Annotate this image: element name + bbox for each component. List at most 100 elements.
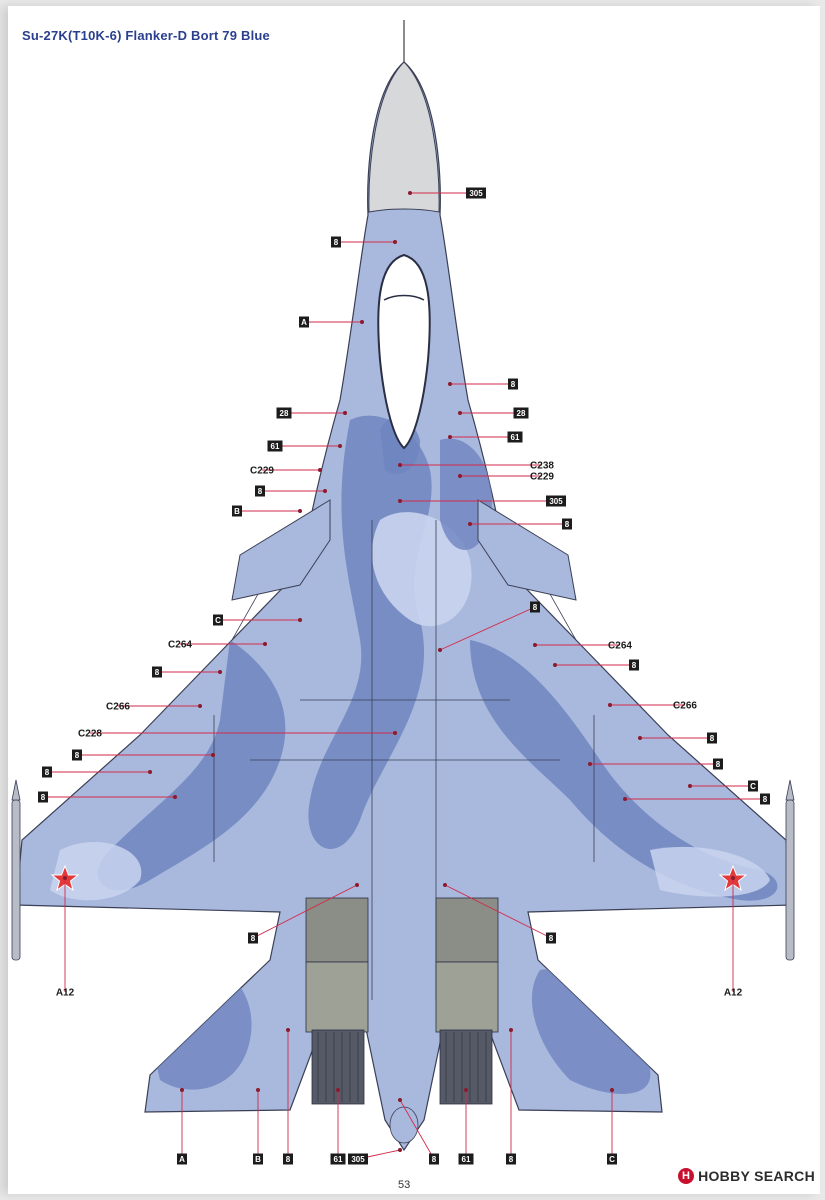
callout-anchor-dot: [688, 784, 692, 788]
paint-code-label: B: [255, 1155, 261, 1164]
radome: [368, 61, 440, 213]
paint-code-box: 28: [513, 407, 529, 419]
callout-leader-line: [444, 884, 552, 939]
callout-anchor-dot: [286, 1028, 290, 1032]
paint-code-box: 8: [152, 666, 162, 678]
paint-code-label: 8: [533, 603, 538, 612]
callout-anchor-dot: [393, 731, 397, 735]
paint-code-label: 8: [632, 661, 637, 670]
paint-code-box: 8: [546, 932, 556, 944]
callout-anchor-dot: [588, 762, 592, 766]
paint-code-box: 8: [713, 758, 723, 770]
wingtip-missiles: [11, 779, 795, 961]
paint-code-box: 8: [629, 659, 639, 671]
callout-anchor-dot: [148, 770, 152, 774]
canard-right: [477, 499, 577, 601]
paint-code-box: 61: [330, 1153, 346, 1165]
callout-anchor-dot: [180, 1088, 184, 1092]
color-code-label: A12: [724, 988, 743, 999]
callout-anchor-dot: [343, 411, 347, 415]
callout-anchor-dot: [448, 382, 452, 386]
paint-code-box: C: [607, 1153, 617, 1165]
paint-code-label: 8: [716, 760, 721, 769]
paint-code-box: 8: [530, 601, 540, 613]
paint-code-box: 8: [707, 732, 717, 744]
paint-code-box: 8: [248, 932, 258, 944]
paint-code-box: 8: [331, 236, 341, 248]
paint-code-box: A: [299, 316, 309, 328]
callout-anchor-dot: [355, 883, 359, 887]
paint-code-label: A: [179, 1155, 185, 1164]
paint-code-label: 61: [462, 1155, 471, 1164]
callout-anchor-dot: [256, 1088, 260, 1092]
callout-anchor-dot: [553, 663, 557, 667]
tail-stinger: [389, 1106, 419, 1144]
callout-anchor-dot: [398, 1148, 402, 1152]
callout-anchor-dot: [458, 474, 462, 478]
callout-anchor-dot: [298, 509, 302, 513]
paint-code-label: 8: [41, 793, 46, 802]
callout-anchor-dot: [263, 642, 267, 646]
page-title: Su-27K(T10K-6) Flanker-D Bort 79 Blue: [22, 28, 270, 43]
paint-code-label: 61: [271, 442, 280, 451]
callout-anchor-dot: [458, 411, 462, 415]
color-code-label: C228: [78, 729, 102, 740]
paint-code-box: B: [253, 1153, 263, 1165]
callout-anchor-dot: [533, 643, 537, 647]
watermark: H HOBBY SEARCH: [678, 1168, 815, 1184]
paint-code-label: 305: [549, 497, 563, 506]
paint-code-label: 8: [509, 1155, 514, 1164]
callout-anchor-dot: [443, 883, 447, 887]
paint-code-label: 8: [710, 734, 715, 743]
callout-anchor-dot: [393, 240, 397, 244]
callout-anchor-dot: [610, 1088, 614, 1092]
paint-code-label: 8: [155, 668, 160, 677]
paint-code-box: 8: [508, 378, 518, 390]
paint-code-label: 8: [549, 934, 554, 943]
paint-code-label: 61: [334, 1155, 343, 1164]
color-code-label: C229: [250, 466, 274, 477]
paint-code-label: 8: [45, 768, 50, 777]
callout-anchor-dot: [638, 736, 642, 740]
paint-code-label: A: [301, 318, 307, 327]
callout-anchor-dot: [323, 489, 327, 493]
paint-code-label: 8: [251, 934, 256, 943]
paint-code-box: 8: [760, 793, 770, 805]
callout-anchor-dot: [218, 670, 222, 674]
color-code-label: C266: [106, 702, 130, 713]
paint-code-label: 28: [517, 409, 526, 418]
paint-code-box: 305: [348, 1153, 368, 1165]
paint-code-box: 8: [562, 518, 572, 530]
paint-code-box: 305: [546, 495, 566, 507]
callout-anchor-dot: [398, 499, 402, 503]
callout-anchor-dot: [438, 648, 442, 652]
paint-code-label: 28: [280, 409, 289, 418]
paint-code-box: 61: [267, 440, 283, 452]
paint-code-box: 8: [255, 485, 265, 497]
color-code-label: C266: [673, 701, 697, 712]
callout-anchor-dot: [509, 1028, 513, 1032]
paint-code-label: 8: [286, 1155, 291, 1164]
callout-anchor-dot: [338, 444, 342, 448]
paint-code-label: B: [234, 507, 240, 516]
callout-anchor-dot: [211, 753, 215, 757]
paint-code-label: 8: [334, 238, 339, 247]
canard-left: [231, 499, 331, 601]
paint-code-box: C: [748, 780, 758, 792]
paint-code-box: 8: [283, 1153, 293, 1165]
paint-code-box: 8: [429, 1153, 439, 1165]
paint-code-label: 8: [258, 487, 263, 496]
camouflage-pattern: [50, 415, 778, 1094]
paint-code-label: C: [609, 1155, 615, 1164]
callout-anchor-dot: [298, 618, 302, 622]
paint-code-box: C: [213, 614, 223, 626]
callout-anchor-dot: [408, 191, 412, 195]
callout-leader-line: [252, 884, 358, 939]
callout-leader-line: [439, 606, 536, 651]
color-code-label: C264: [168, 640, 192, 651]
callout-anchor-dot: [318, 468, 322, 472]
callout-anchor-dot: [608, 703, 612, 707]
paint-code-label: 8: [432, 1155, 437, 1164]
